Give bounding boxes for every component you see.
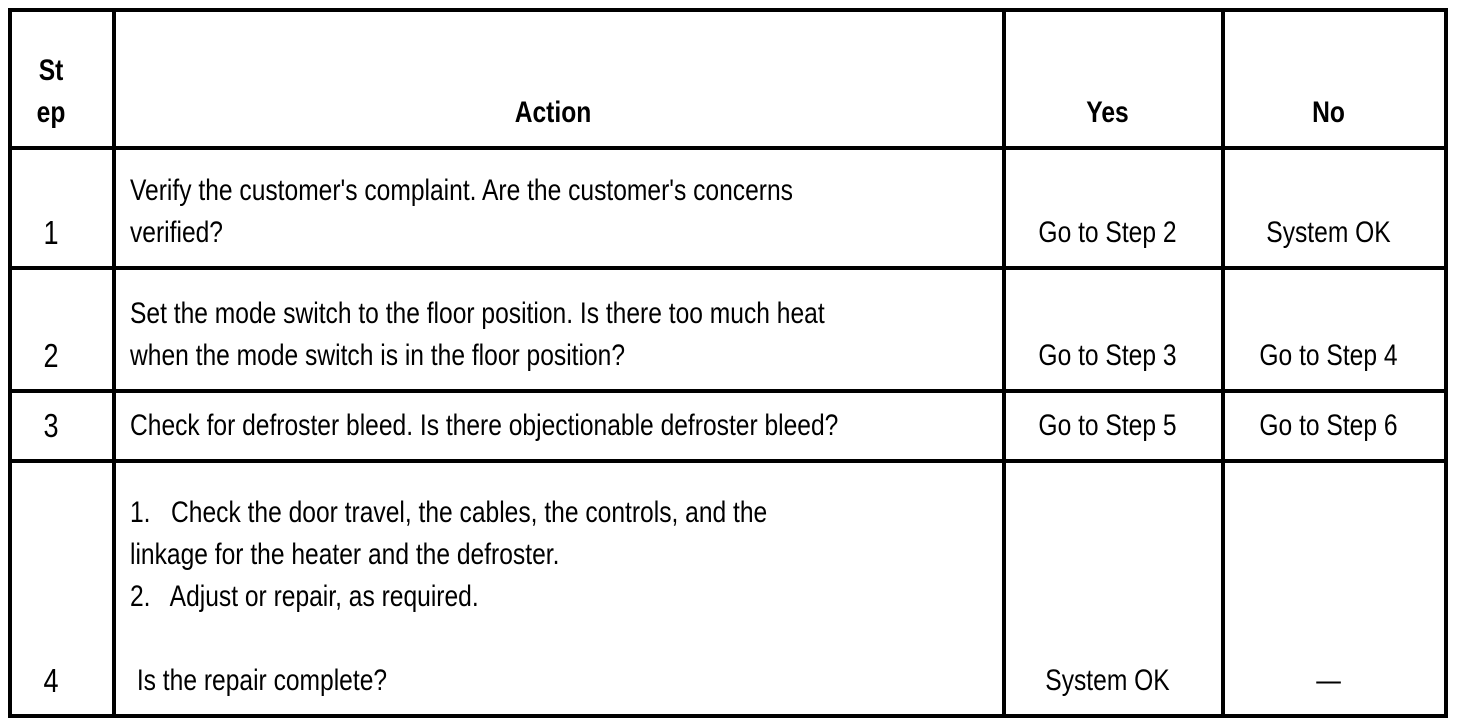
header-cell-no: No xyxy=(1225,12,1448,150)
action-text-line: verified? xyxy=(130,216,223,249)
yes-value: System OK xyxy=(1045,664,1170,697)
no-cell: Go to Step 4 xyxy=(1225,270,1448,393)
table-row: 4 1. Check the door travel, the cables, t… xyxy=(12,463,1448,718)
header-cell-step: St ep xyxy=(12,12,116,150)
no-cell: Go to Step 6 xyxy=(1225,393,1448,463)
header-row: St ep Action Yes No xyxy=(12,12,1448,150)
yes-cell: System OK xyxy=(1006,463,1225,718)
step-cell: 2 xyxy=(12,270,116,393)
header-action-label: Action xyxy=(514,96,592,129)
table-row: 3 Check for defroster bleed. Is there obj… xyxy=(12,393,1448,463)
step-number: 1 xyxy=(43,214,59,251)
header-no-label: No xyxy=(1312,96,1345,129)
table-row: 2 Set the mode switch to the floor positi… xyxy=(12,270,1448,393)
step-number: 4 xyxy=(43,662,59,699)
header-yes-label: Yes xyxy=(1086,96,1129,129)
step-number: 3 xyxy=(43,407,59,444)
step-number: 2 xyxy=(43,337,59,374)
action-text-line xyxy=(130,618,840,660)
action-text-line: 2. Adjust or repair, as required. xyxy=(130,580,479,613)
yes-value: Go to Step 5 xyxy=(1038,409,1177,442)
action-text-line: linkage for the heater and the defroster… xyxy=(130,538,560,571)
table-body: 1 Verify the customer's complaint. Are th… xyxy=(12,150,1448,718)
no-cell: — xyxy=(1225,463,1448,718)
no-value: Go to Step 4 xyxy=(1259,339,1398,372)
yes-cell: Go to Step 2 xyxy=(1006,150,1225,270)
yes-value: Go to Step 3 xyxy=(1038,339,1177,372)
step-cell: 1 xyxy=(12,150,116,270)
action-cell: Verify the customer's complaint. Are the… xyxy=(116,150,1006,270)
header-cell-yes: Yes xyxy=(1006,12,1225,150)
step-cell: 4 xyxy=(12,463,116,718)
no-value: Go to Step 6 xyxy=(1259,409,1398,442)
action-text-line: Is the repair complete? xyxy=(130,664,388,697)
no-value: System OK xyxy=(1266,216,1391,249)
action-text-line: 1. Check the door travel, the cables, th… xyxy=(130,496,768,529)
no-value: — xyxy=(1316,664,1341,697)
action-text-line: Verify the customer's complaint. Are the… xyxy=(130,174,793,207)
action-text-line: when the mode switch is in the floor pos… xyxy=(130,339,626,372)
table-row: 1 Verify the customer's complaint. Are th… xyxy=(12,150,1448,270)
yes-cell: Go to Step 3 xyxy=(1006,270,1225,393)
yes-value: Go to Step 2 xyxy=(1038,216,1177,249)
diagnostic-table: St ep Action Yes No 1 Verify the customer… xyxy=(8,8,1448,718)
action-cell: Set the mode switch to the floor positio… xyxy=(116,270,1006,393)
action-text-line: Set the mode switch to the floor positio… xyxy=(130,297,825,330)
action-text-line: Check for defroster bleed. Is there obje… xyxy=(130,409,839,442)
no-cell: System OK xyxy=(1225,150,1448,270)
action-cell: 1. Check the door travel, the cables, th… xyxy=(116,463,1006,718)
step-cell: 3 xyxy=(12,393,116,463)
action-cell: Check for defroster bleed. Is there obje… xyxy=(116,393,1006,463)
yes-cell: Go to Step 5 xyxy=(1006,393,1225,463)
header-step-line-2: ep xyxy=(36,96,66,129)
header-step-line-1: St xyxy=(38,54,64,87)
header-cell-action: Action xyxy=(116,12,1006,150)
